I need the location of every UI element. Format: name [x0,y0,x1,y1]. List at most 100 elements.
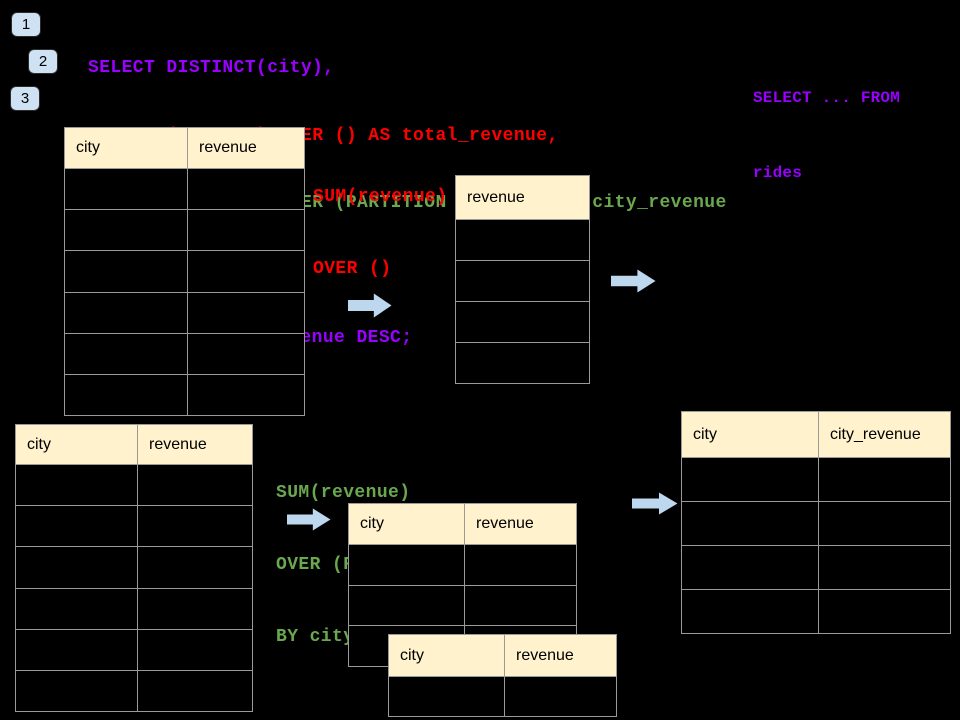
table-cell-empty [137,588,252,629]
table-cell-empty [187,169,304,210]
side-note: SELECT ... FROM rides [753,36,900,236]
arrow-right-icon [611,269,656,293]
partition-table-front: city revenue [388,634,617,717]
table-row [456,342,589,383]
arrow-right-icon [287,508,331,531]
table-row [65,209,304,251]
arrow-right-shape [611,269,656,293]
side-note-line-2: rides [753,164,803,182]
table-cell-empty [187,333,304,374]
table-cell-empty [187,292,304,333]
table-cell-empty [65,251,187,291]
step-badge-1: 1 [11,12,41,37]
table-row [65,332,304,374]
step-badge-1-label: 1 [21,16,31,33]
table-cell-empty [456,261,589,301]
table-row [65,169,304,210]
table-cell-empty [818,458,950,501]
table-cell-empty [16,506,137,546]
table-cell-empty [456,302,589,342]
table-row [65,373,304,416]
table-row [456,260,589,301]
table-row [65,250,304,292]
arrow-right-shape [287,508,331,531]
input-table-top: city revenue [64,127,305,416]
column-header-revenue: revenue [464,504,576,544]
table-cell-empty [818,546,950,589]
table-cell-empty [682,458,818,501]
table-cell-empty [137,465,252,506]
table-cell-empty [349,545,464,585]
column-header-city: city [360,515,384,532]
arrow-right-icon [348,293,392,318]
table-row [682,589,950,633]
table-cell-empty [65,210,187,250]
table-cell-empty [456,220,589,260]
column-header-revenue: revenue [187,128,304,168]
input-table-bottom: city revenue [15,424,253,712]
table-cell-empty [682,590,818,633]
table-cell-empty [137,629,252,670]
table-row [682,545,950,589]
table-cell-empty [65,169,187,209]
table-cell-empty [464,585,576,626]
table-row [16,465,252,506]
step-badge-2: 2 [28,49,58,74]
side-note-line-1: SELECT ... FROM [753,89,901,107]
table-row [349,584,576,626]
table-cell-empty [818,502,950,545]
table-row [349,545,576,585]
table-cell-empty [818,590,950,633]
column-header-city: city [76,139,100,156]
partition-note-line-1: SUM(revenue) [276,483,411,503]
arrow-right-shape [348,293,392,318]
arrow-right-shape [632,492,678,515]
table-row [682,458,950,501]
column-header-revenue: revenue [467,188,525,206]
table-cell-empty [65,375,187,415]
total-revenue-table: revenue [455,175,590,384]
step-badge-3-label: 3 [20,90,30,107]
column-header-revenue: revenue [137,425,252,464]
table-cell-empty [504,677,616,716]
table-cell-empty [456,343,589,383]
table-cell-empty [16,547,137,587]
column-header-city: city [693,425,717,443]
table-cell-empty [389,677,504,716]
table-row [16,587,252,629]
table-cell-empty [187,374,304,416]
step-badge-3: 3 [10,86,40,111]
table-row [16,669,252,712]
step-badge-2-label: 2 [38,53,48,70]
column-header-city: city [27,435,51,453]
sql-line-select: SELECT DISTINCT(city), [88,58,335,78]
total-revenue-note: SUM(revenue) OVER () [313,137,447,329]
table-cell-empty [137,547,252,588]
column-header-city-revenue: city_revenue [818,412,950,457]
table-cell-empty [65,293,187,333]
table-cell-empty [349,586,464,626]
city-revenue-result-table: city city_revenue [681,411,951,634]
table-row [16,546,252,588]
table-row [456,301,589,342]
table-row [682,501,950,545]
table-cell-empty [16,630,137,670]
table-cell-empty [16,671,137,711]
table-cell-empty [137,506,252,547]
table-cell-empty [682,546,818,589]
table-cell-empty [65,334,187,374]
column-header-revenue: revenue [504,635,616,676]
column-header-city: city [400,646,424,664]
table-cell-empty [682,502,818,545]
table-cell-empty [16,589,137,629]
total-note-line-2: OVER () [313,259,392,279]
table-cell-empty [187,251,304,292]
total-note-line-1: SUM(revenue) [313,187,448,207]
table-cell-empty [137,670,252,712]
table-row [16,505,252,547]
table-row [389,677,616,716]
table-cell-empty [187,210,304,251]
table-row [65,291,304,333]
table-row [16,628,252,670]
